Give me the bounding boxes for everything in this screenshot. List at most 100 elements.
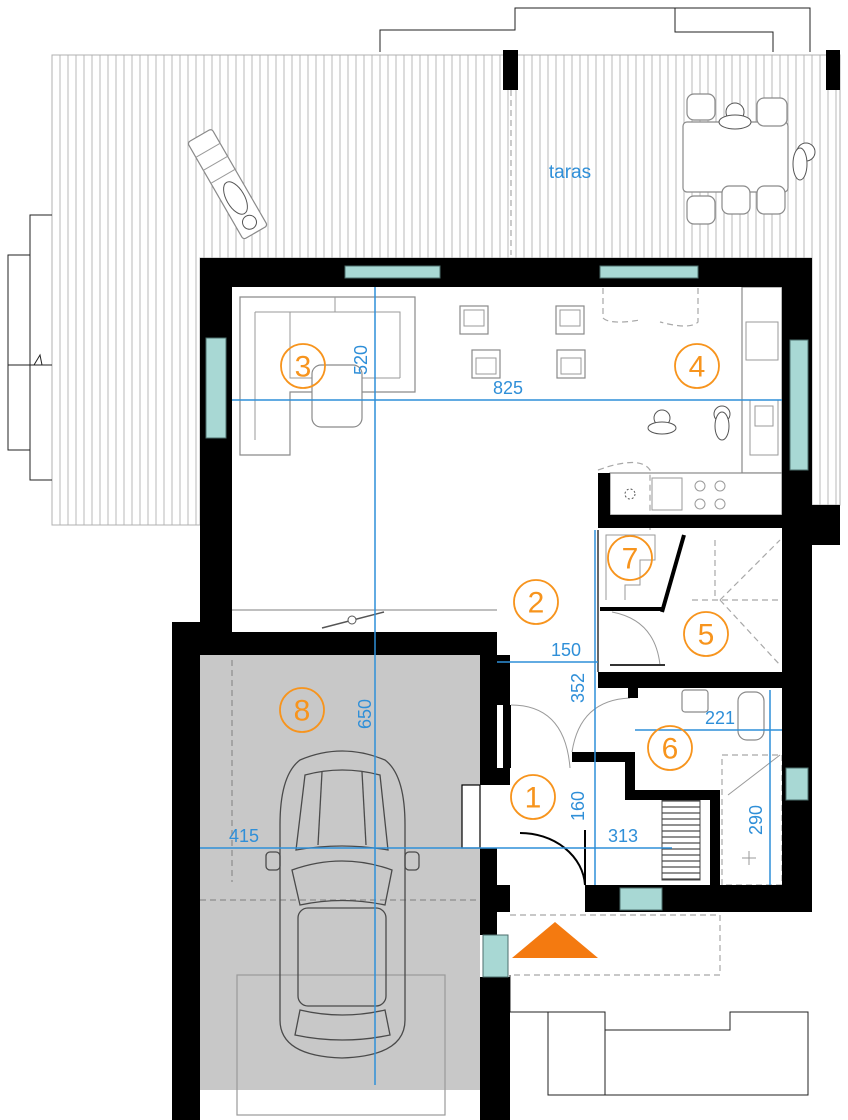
room-marker-circle <box>510 774 556 820</box>
person-body <box>718 114 752 130</box>
wall-kitchen-vertical <box>598 473 610 528</box>
lounger-slat <box>195 142 221 158</box>
garage-inner-door <box>461 784 481 849</box>
closet-shelves <box>661 799 701 881</box>
wall-bathroom-left <box>625 752 635 797</box>
cooktop-burner <box>714 480 726 492</box>
dimension-label: 650 <box>355 699 375 729</box>
dining-chair <box>459 305 489 335</box>
dimension-label: 825 <box>493 378 523 398</box>
person-head <box>242 214 257 230</box>
room-marker-circle <box>674 343 720 389</box>
window-bottom <box>619 887 663 911</box>
room-marker-number: 5 <box>698 619 715 652</box>
bathroom-door-swing <box>571 697 631 753</box>
wall-garage-left <box>172 622 200 1120</box>
window-garage <box>482 934 509 978</box>
kitchen-counter-side <box>741 286 783 474</box>
oven <box>651 477 683 511</box>
dining-chair-back <box>560 357 582 375</box>
entrance-door-swing <box>519 831 586 886</box>
dining-chairs <box>459 288 699 379</box>
room-marker-number: 7 <box>622 543 639 576</box>
wall-entry-corner <box>480 885 510 912</box>
room-marker-5: 5 <box>683 611 729 657</box>
window-right <box>789 339 809 471</box>
terrace-chair <box>686 93 716 121</box>
wall-closet-top <box>625 790 720 800</box>
dimension-label: 520 <box>351 345 371 375</box>
wall-garage-door-frame <box>480 768 510 785</box>
room-marker-number: 2 <box>528 587 545 620</box>
kitchen-counter-bottom <box>609 472 783 516</box>
terrace-steps-top <box>379 7 811 52</box>
dimension-label: 150 <box>551 640 581 660</box>
wall-knob <box>628 688 638 698</box>
dimension-lines: 520 825 150 352 221 650 160 313 415 290 <box>200 287 782 1085</box>
entrance-dashed-outline <box>510 914 721 976</box>
terrace-chair <box>686 195 716 225</box>
terrace-steps-left <box>7 214 52 481</box>
terrace-chair <box>721 185 751 215</box>
dimension-label: 221 <box>705 708 735 728</box>
sliding-door-handle <box>347 615 357 625</box>
dimension-label: 160 <box>568 791 588 821</box>
room-marker-number: 6 <box>662 733 679 766</box>
room-marker-circle <box>513 579 559 625</box>
window-left <box>205 337 227 439</box>
dining-chair-back <box>475 357 497 375</box>
wall-right-bump <box>812 505 840 545</box>
room-marker-circle <box>607 535 653 581</box>
terrace-table <box>682 121 789 193</box>
terrace-chair <box>756 97 788 127</box>
shower-screen <box>727 754 781 796</box>
stair-wall <box>660 534 686 613</box>
wall-garage-top <box>172 632 497 655</box>
terrace: taras <box>7 7 841 526</box>
coffee-table <box>311 364 363 428</box>
wall-storage-bottom <box>598 672 782 688</box>
entry-door-swing <box>510 704 571 769</box>
wall-closet-right <box>710 790 720 885</box>
terrace-door-swing <box>602 288 699 327</box>
room-marker-circle <box>280 343 326 389</box>
terrace-post <box>826 50 840 90</box>
window-top-right <box>599 265 699 279</box>
window-bathroom <box>785 767 809 801</box>
entrance-area <box>509 830 809 1096</box>
dimension-label: 290 <box>746 805 766 835</box>
cooktop-burner <box>694 498 706 510</box>
storage-dashed-line <box>719 599 781 666</box>
wall-left <box>200 258 232 632</box>
lounger-slat <box>210 168 236 184</box>
person-body <box>647 421 677 435</box>
dimension-label: 415 <box>229 826 259 846</box>
room-marker-8: 8 <box>279 687 325 733</box>
wall-top <box>200 258 812 287</box>
car-roof <box>297 907 387 1007</box>
kitchen-door-swing <box>597 461 651 530</box>
car-hood-line <box>317 771 323 846</box>
entrance-steps <box>547 1011 809 1096</box>
washbasin <box>681 689 709 713</box>
dining-chair <box>471 349 501 379</box>
room-marker-7: 7 <box>607 535 653 581</box>
lounger-slat <box>203 155 228 171</box>
sun-lounger <box>187 129 268 240</box>
terrace-label: taras <box>549 162 591 183</box>
room-marker-1: 1 <box>510 774 556 820</box>
terrace-post <box>503 50 518 90</box>
person-body <box>792 147 808 181</box>
terrace-dining-set <box>682 93 816 225</box>
terrace-steps-left-tick <box>33 353 43 366</box>
room-marker-number: 8 <box>294 695 311 728</box>
staircase <box>597 530 686 672</box>
wall-kitchen-horizontal <box>598 515 782 528</box>
room-marker-circle <box>647 725 693 771</box>
room-marker-circle <box>279 687 325 733</box>
terrace-chair <box>756 185 786 215</box>
kitchen-appliance <box>745 321 779 361</box>
toilet <box>737 691 765 741</box>
storage-room-fixtures <box>610 539 781 666</box>
wall-bottom <box>585 885 812 912</box>
